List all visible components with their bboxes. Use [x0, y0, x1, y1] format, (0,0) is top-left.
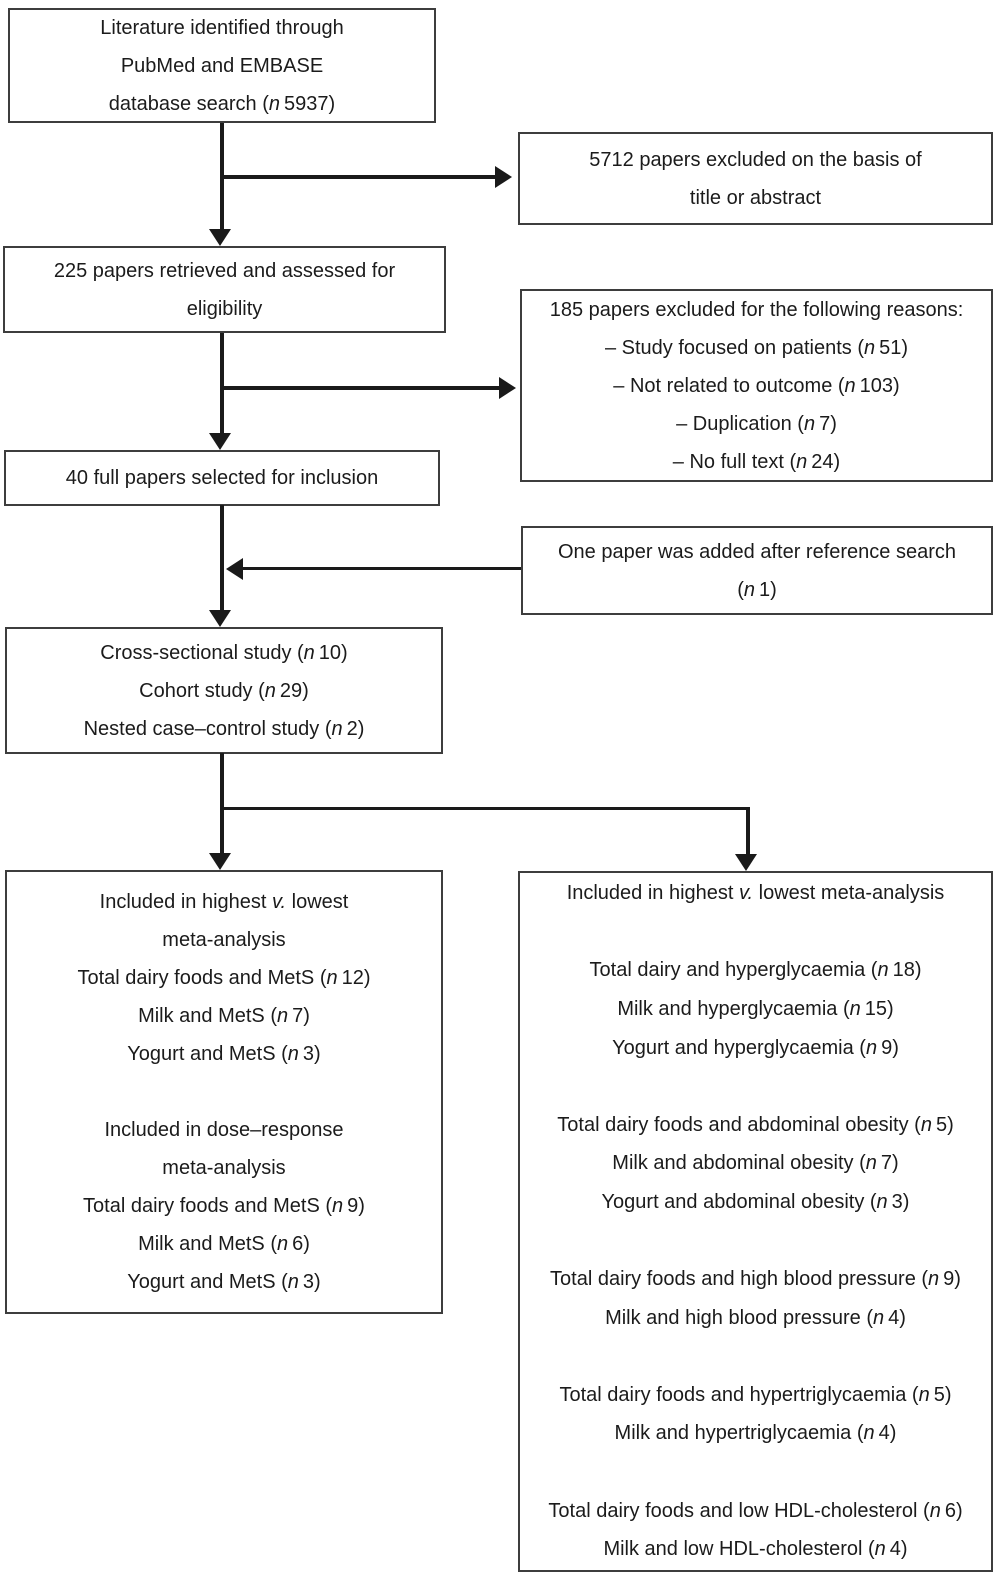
text-line: – Study focused on patients (n 51): [604, 336, 909, 359]
text-line: meta-analysis: [162, 929, 286, 951]
connector-retrieved-to-selected: [220, 333, 224, 434]
text-line-spacer: [520, 913, 991, 952]
text-line: Included in dose–response: [104, 1119, 344, 1141]
text-line-spacer: [520, 1337, 991, 1376]
text-line: Milk and high blood pressure (n 4): [605, 1306, 906, 1329]
box-literature-identified: Literature identified through PubMed and…: [8, 8, 436, 123]
text-line: Total dairy foods and MetS (n 12): [77, 967, 371, 989]
box-full-papers-selected: 40 full papers selected for inclusion: [4, 450, 440, 506]
connector-study-types-to-left-meta: [220, 753, 224, 854]
text-line: One paper was added after reference sear…: [557, 540, 957, 563]
text-line: title or abstract: [689, 186, 822, 209]
arrowhead-right-icon: [495, 166, 512, 188]
text-line: Yogurt and hyperglycaemia (n 9): [612, 1036, 899, 1059]
text-line: Total dairy foods and hypertriglycaemia …: [559, 1383, 952, 1406]
text-line: (n 1): [737, 578, 777, 601]
text-line: – Not related to outcome (n 103): [613, 374, 900, 397]
connector-drop-to-right-meta: [746, 807, 750, 855]
text-line: Milk and low HDL-cholesterol (n 4): [603, 1538, 908, 1561]
text-line-spacer: [520, 1453, 991, 1492]
connector-branch-to-excluded-reasons: [222, 386, 500, 390]
text-line: Literature identified through: [100, 16, 344, 39]
text-line: Milk and hypertriglycaemia (n 4): [614, 1422, 897, 1445]
text-line: Included in highest v. lowest: [99, 891, 349, 913]
arrowhead-left-icon: [226, 558, 243, 580]
text-line: 40 full papers selected for inclusion: [65, 467, 379, 489]
arrowhead-down-icon: [209, 610, 231, 627]
text-line: Cohort study (n 29): [139, 679, 309, 702]
text-line-spacer: [520, 1222, 991, 1261]
box-components-meta-analysis: Included in highest v. lowest meta-analy…: [518, 871, 993, 1572]
arrowhead-right-icon: [499, 377, 516, 399]
box-reference-search-added: One paper was added after reference sear…: [521, 526, 993, 615]
text-line: meta-analysis: [162, 1157, 286, 1179]
text-line: – No full text (n 24): [672, 450, 841, 473]
text-line: database search (n 5937): [108, 92, 336, 115]
text-line-spacer: [520, 1067, 991, 1106]
connector-branch-to-right-meta: [222, 807, 749, 810]
text-line: Total dairy and hyperglycaemia (n 18): [589, 959, 922, 982]
text-line: Milk and MetS (n 6): [138, 1233, 310, 1255]
text-line: Nested case–control study (n 2): [83, 717, 365, 740]
box-mets-meta-analysis: Included in highest v. lowest meta-analy…: [5, 870, 443, 1314]
arrowhead-down-icon: [735, 854, 757, 871]
text-line: Included in highest v. lowest meta-analy…: [566, 882, 945, 905]
text-line: PubMed and EMBASE: [120, 54, 324, 77]
text-line: Total dairy foods and low HDL-cholestero…: [548, 1499, 963, 1522]
text-line: Total dairy foods and high blood pressur…: [550, 1268, 961, 1291]
text-line: Milk and abdominal obesity (n 7): [612, 1152, 899, 1175]
text-line: Milk and MetS (n 7): [138, 1005, 310, 1027]
text-line: Yogurt and abdominal obesity (n 3): [601, 1190, 910, 1213]
text-line-spacer: [7, 1073, 441, 1111]
connector-selected-to-study-types: [220, 505, 224, 611]
text-line: 225 papers retrieved and assessed for: [53, 259, 396, 282]
text-line: Total dairy foods and abdominal obesity …: [557, 1113, 954, 1136]
arrowhead-down-icon: [209, 433, 231, 450]
box-papers-retrieved: 225 papers retrieved and assessed for el…: [3, 246, 446, 333]
connector-branch-to-excluded-title: [222, 175, 496, 179]
box-excluded-reasons: 185 papers excluded for the following re…: [520, 289, 993, 482]
text-line: Yogurt and MetS (n 3): [127, 1043, 321, 1065]
arrowhead-down-icon: [209, 853, 231, 870]
box-excluded-title-abstract: 5712 papers excluded on the basis of tit…: [518, 132, 993, 225]
text-line: Total dairy foods and MetS (n 9): [83, 1195, 365, 1217]
text-line: Yogurt and MetS (n 3): [127, 1271, 321, 1293]
text-line: eligibility: [186, 297, 263, 320]
connector-reference-search-join: [242, 567, 521, 570]
text-line: – Duplication (n 7): [676, 412, 837, 435]
text-line: 185 papers excluded for the following re…: [549, 298, 964, 321]
box-study-types: Cross-sectional study (n 10) Cohort stud…: [5, 627, 443, 754]
text-line: 5712 papers excluded on the basis of: [589, 148, 922, 171]
text-line: Cross-sectional study (n 10): [100, 641, 348, 664]
arrowhead-down-icon: [209, 229, 231, 246]
text-line: Milk and hyperglycaemia (n 15): [617, 997, 894, 1020]
